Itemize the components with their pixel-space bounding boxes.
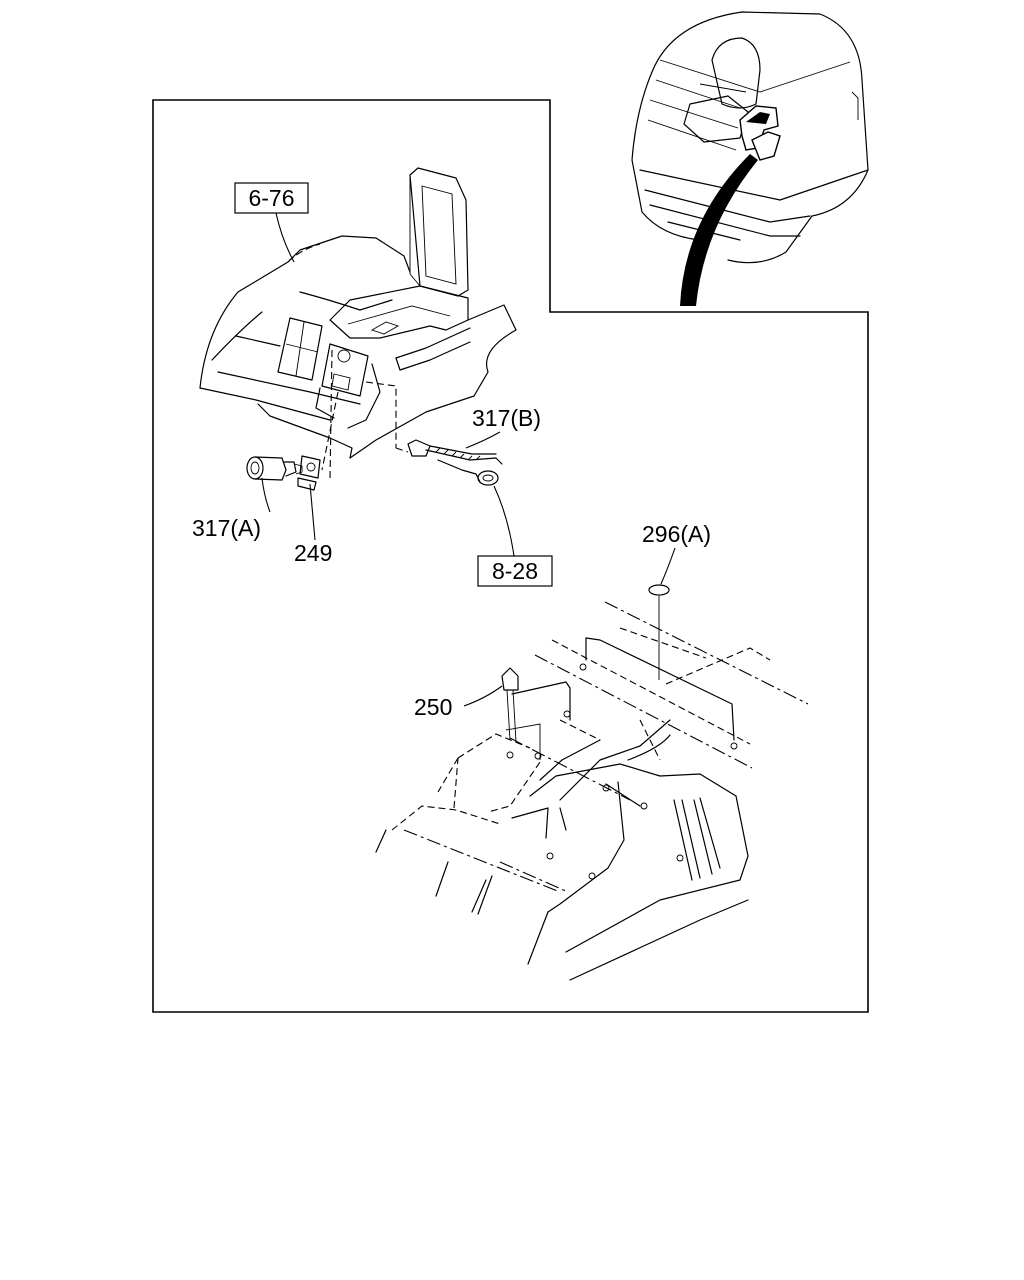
- center-console-drawing: [199, 167, 517, 481]
- floor-plug-part: [648, 584, 670, 596]
- ref-box-6-76: 6-76: [234, 182, 309, 214]
- ref-box-8-28: 8-28: [477, 555, 553, 587]
- socket-bracket-part: [297, 455, 321, 491]
- part-label-317b: 317(B): [472, 405, 541, 431]
- cab-locator-inset: [631, 11, 869, 306]
- ref-label-8-28: 8-28: [492, 558, 538, 584]
- part-label-250: 250: [414, 694, 452, 720]
- harness-part: [407, 439, 503, 486]
- diagram-frame: [152, 99, 869, 1013]
- part-label-296a: 296(A): [642, 521, 711, 547]
- floor-clip-part: [501, 667, 519, 691]
- part-label-317a: 317(A): [192, 515, 261, 541]
- floor-panel-drawing: [375, 584, 809, 981]
- leader-lines: [261, 212, 676, 707]
- locator-arrow: [680, 154, 758, 306]
- lighter-plug-part: [246, 456, 303, 481]
- ref-label-6-76: 6-76: [248, 185, 294, 211]
- part-label-249: 249: [294, 540, 332, 566]
